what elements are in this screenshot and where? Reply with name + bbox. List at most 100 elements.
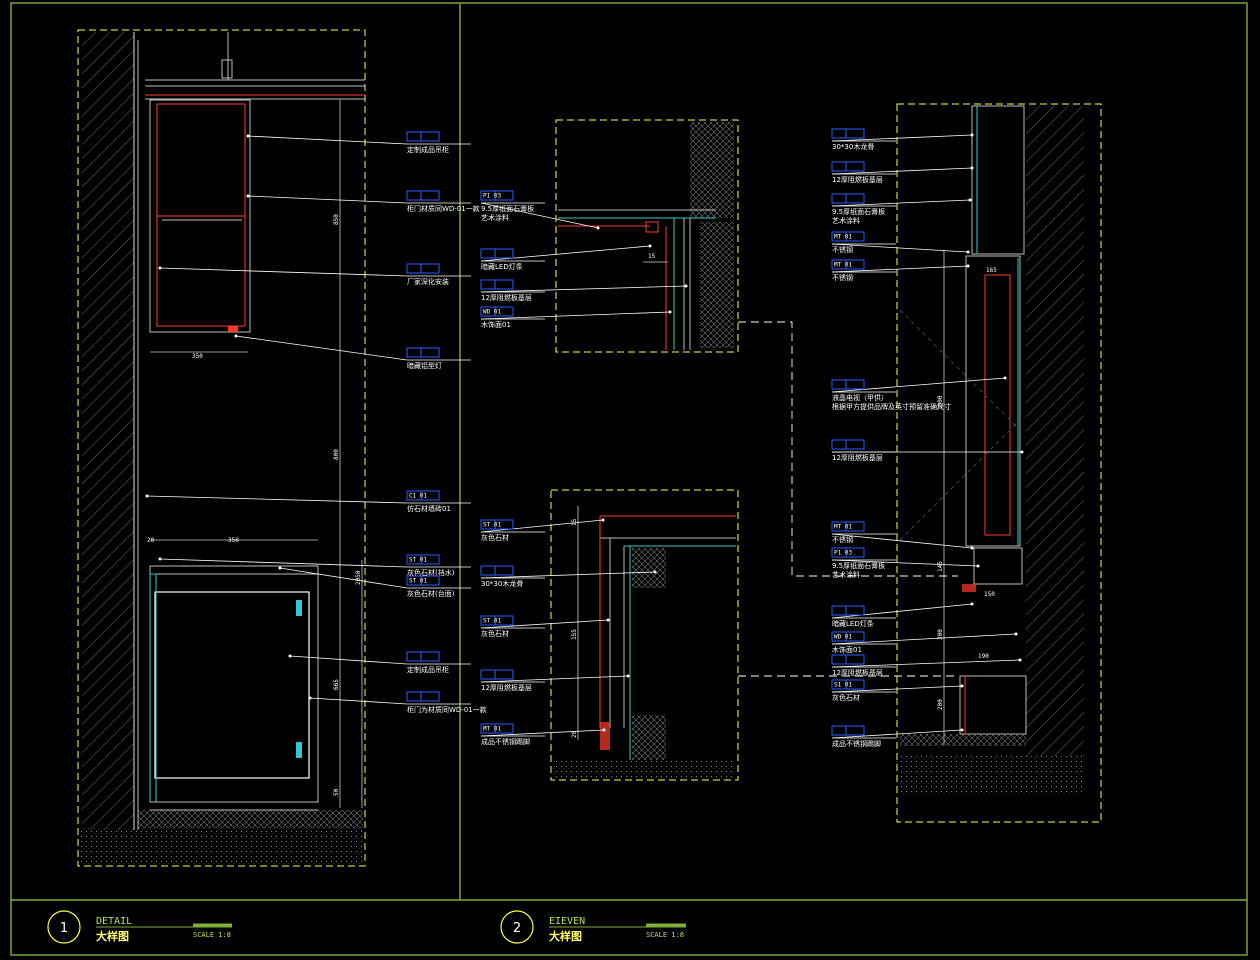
leader-arrow	[246, 194, 250, 198]
dimension-value: 190	[978, 653, 989, 660]
material-tag-box	[406, 691, 440, 702]
material-tag-box	[480, 248, 514, 259]
leader-line	[831, 167, 973, 175]
leader-arrow	[596, 226, 600, 230]
material-label: 暗藏铝型灯	[407, 361, 442, 370]
callout-2: 12厚阻燃板基层	[831, 161, 974, 184]
leader-arrow	[668, 310, 672, 314]
leader-line	[289, 655, 408, 665]
leader-line	[480, 519, 604, 533]
leader-arrow	[653, 570, 657, 574]
callout-12: 12厚阻燃板基层	[831, 654, 1022, 677]
leader-line	[480, 202, 599, 229]
callout-6: 液晶电视（甲供）根据甲方提供品牌及英寸预留准确尺寸	[831, 376, 1007, 411]
leader-line	[831, 559, 979, 567]
material-label: 木饰面01	[832, 645, 862, 654]
leader-arrow	[145, 494, 149, 498]
detail-2-scale: SCALE 1:8	[646, 931, 684, 939]
material-label: 液晶电视（甲供）	[832, 393, 888, 402]
callout-13: S1 01 灰色石材	[831, 679, 964, 702]
leader-arrow	[648, 244, 652, 248]
leader-line	[831, 243, 969, 253]
material-label: 灰色石材	[832, 693, 860, 702]
material-label: 9.5厚纸面石膏板	[832, 207, 885, 216]
leader-line	[831, 265, 969, 273]
upper-cabinet	[149, 99, 251, 333]
material-label: 12厚阻燃板基层	[832, 453, 883, 462]
material-code: ST 01	[409, 557, 427, 564]
material-label: 灰色石材(挡水)	[407, 568, 455, 577]
callout-8: 定制成品吊柜	[288, 651, 471, 674]
leader-arrow	[626, 674, 630, 678]
leader-arrow	[960, 684, 964, 688]
leader-arrow	[1018, 658, 1022, 662]
callout-3: 厂家深化安装	[158, 263, 471, 286]
leader-line	[480, 571, 656, 579]
material-tag-box	[831, 679, 865, 690]
dimension-value: 15	[648, 253, 656, 260]
leader-line	[831, 659, 1021, 668]
leader-line	[831, 603, 973, 619]
material-label: 艺术涂料	[832, 216, 860, 225]
leader-line	[831, 377, 1006, 393]
leader-line	[480, 619, 609, 629]
leader-line	[480, 311, 671, 320]
material-tag-box	[406, 347, 440, 358]
dimension-value: 20	[147, 537, 155, 544]
leader-arrow	[960, 728, 964, 732]
material-label: 12厚阻燃板基层	[832, 668, 883, 677]
leader-arrow	[1020, 450, 1024, 454]
material-tag-box	[480, 279, 514, 290]
leader-line	[831, 533, 973, 549]
material-tag-box	[406, 131, 440, 142]
material-label: 艺术涂料	[481, 213, 509, 222]
callout-2: 柜门材质同WD-01一款	[246, 190, 480, 213]
material-code: C1 01	[409, 493, 427, 500]
material-tag-box	[406, 490, 440, 501]
leader-line	[247, 195, 408, 204]
material-tag-box	[406, 554, 440, 565]
leader-line	[247, 135, 408, 145]
leader-arrow	[158, 557, 162, 561]
leader-arrow	[246, 134, 250, 138]
material-tag-box	[831, 521, 865, 532]
callout-1: 定制成品吊柜	[246, 131, 471, 154]
leader-line	[831, 729, 963, 739]
callout-11: WD 01 木饰面01	[831, 631, 1018, 654]
material-label: 仿石材墙砖01	[407, 504, 451, 513]
dimension-value: 800	[333, 449, 340, 460]
leader-line	[480, 729, 605, 737]
detail-1-elevation	[77, 29, 366, 867]
dimension-value: 150	[984, 591, 995, 598]
leader-line	[831, 633, 1017, 645]
leader-arrow	[1014, 632, 1018, 636]
material-tag-box	[831, 128, 865, 139]
leader-arrow	[234, 334, 238, 338]
callout-5: C1 01 仿石材墙砖01	[145, 490, 471, 513]
leader-arrow	[1003, 376, 1007, 380]
leader-line	[159, 558, 408, 568]
material-label: 暗藏LED灯条	[481, 262, 523, 271]
dimension-value: 350	[228, 537, 239, 544]
lower-cabinet	[154, 591, 310, 779]
material-tag-box	[831, 605, 865, 616]
dimension-value: 850	[333, 214, 340, 225]
material-code: P1 03	[834, 550, 852, 557]
material-label: 艺术涂料	[832, 570, 860, 579]
leader-arrow	[970, 133, 974, 137]
leader-arrow	[278, 566, 282, 570]
dimension-value: 1000	[937, 395, 944, 410]
material-code: WD 01	[834, 634, 852, 641]
material-code: S1 01	[834, 682, 852, 689]
material-tag-box	[831, 379, 865, 390]
leader-line	[831, 685, 963, 693]
material-label: 木饰面01	[481, 320, 511, 329]
leader-arrow	[288, 654, 292, 658]
leader-arrow	[601, 518, 605, 522]
